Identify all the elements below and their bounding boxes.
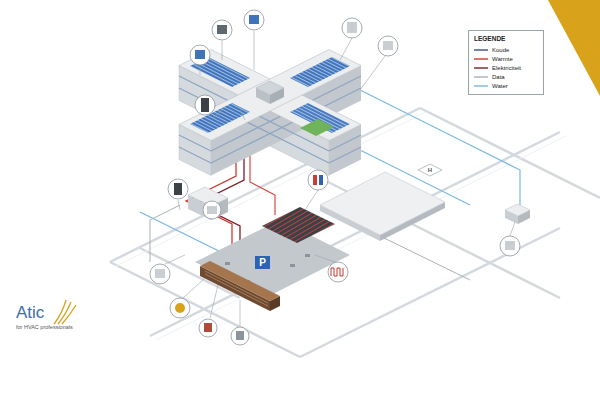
- leader-lines: [165, 31, 515, 326]
- legend-title: LEGENDE: [474, 35, 538, 42]
- site-roads: [110, 108, 600, 357]
- logo-text: Atic: [16, 304, 44, 323]
- legend-row: Elektriciteit: [474, 63, 538, 72]
- parking-letter: P: [259, 257, 266, 268]
- legend-row: Koude: [474, 45, 538, 54]
- building: [179, 50, 361, 176]
- legend-label: Warmte: [492, 56, 513, 62]
- legend-label: Water: [492, 83, 508, 89]
- helipad: [418, 164, 442, 176]
- plaza: [195, 220, 350, 298]
- legend-label: Data: [492, 74, 505, 80]
- legend-line-sample: [474, 75, 488, 79]
- legend-line-sample: [474, 66, 488, 70]
- corner-accent: [548, 0, 600, 96]
- equipment-icons: [150, 10, 520, 345]
- legend-row: Warmte: [474, 54, 538, 63]
- legend-box: LEGENDE KoudeWarmteElektriciteitDataWater: [468, 30, 544, 95]
- heat-line: [250, 145, 275, 215]
- logo-swoosh: [54, 300, 76, 324]
- logo-tagline: for HVAC professionals: [16, 324, 73, 330]
- legend-row: Data: [474, 72, 538, 81]
- helipad-letter: H: [428, 167, 432, 174]
- parking-sign: [255, 256, 270, 269]
- site-roads-inner: [116, 112, 566, 340]
- legend-row: Water: [474, 81, 538, 90]
- legend-line-sample: [474, 48, 488, 52]
- legend-label: Koude: [492, 47, 509, 53]
- legend-label: Elektriciteit: [492, 65, 521, 71]
- thermal-storage: [262, 207, 335, 243]
- legend-line-sample: [474, 84, 488, 88]
- legend-line-sample: [474, 57, 488, 61]
